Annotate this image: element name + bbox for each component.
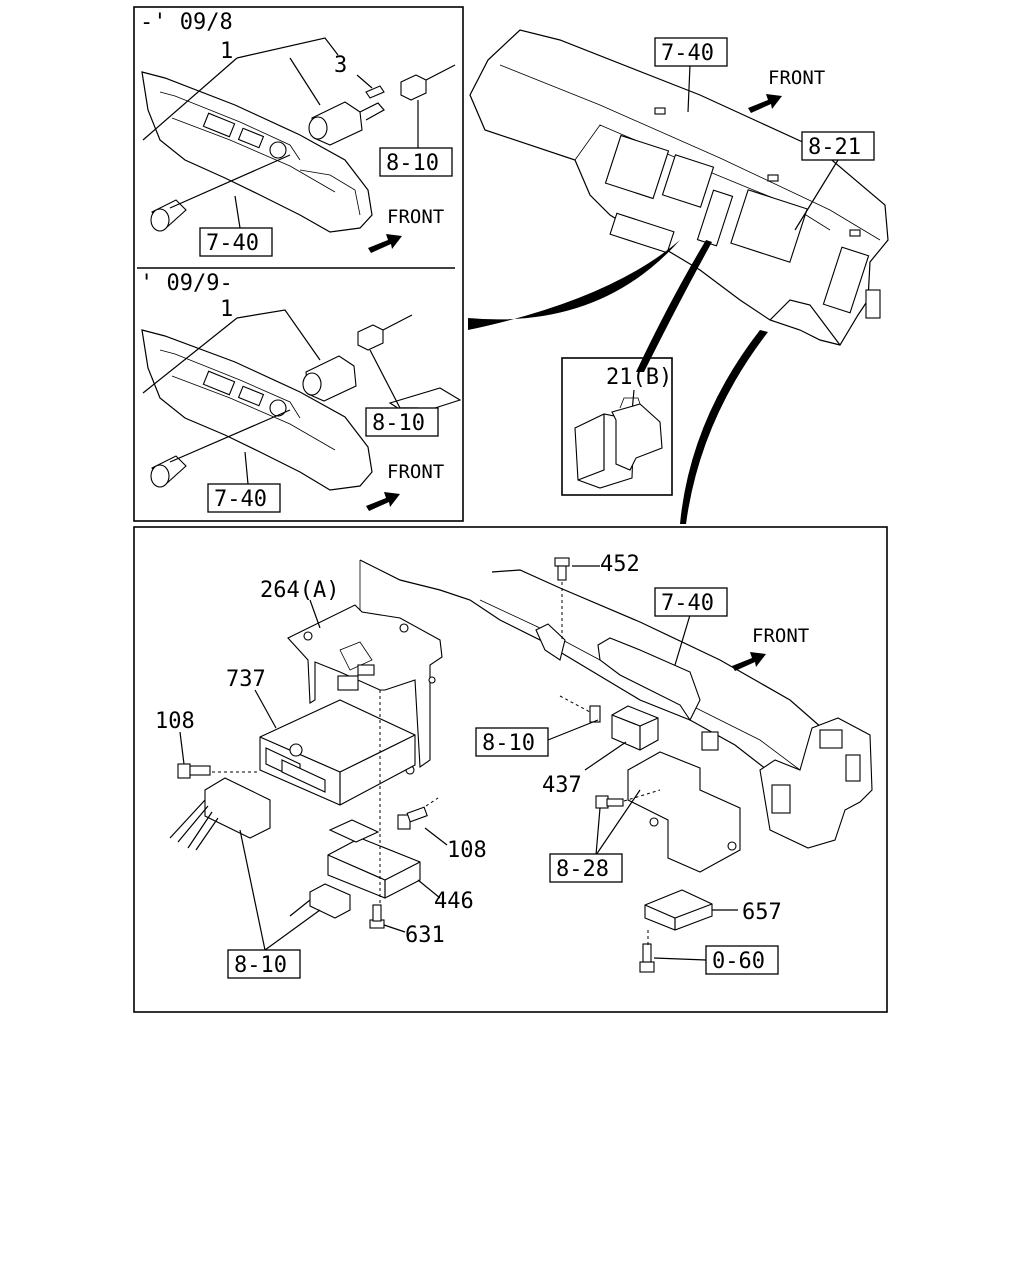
dashboard-assembly: 7-40 8-21 FRONT	[468, 29, 889, 524]
callout-737: 737	[226, 667, 266, 692]
switch-panel-middle	[141, 329, 373, 491]
inset-frame-left	[133, 6, 464, 522]
ref-7-40-top: 7-40	[206, 231, 259, 256]
callout-446: 446	[434, 889, 474, 914]
bracket-264a	[287, 604, 443, 769]
callout-1-top: 1	[220, 39, 233, 64]
ref-box-7-40-lower	[654, 587, 728, 617]
ref-8-10-mid: 8-10	[482, 731, 535, 756]
callout-3-top: 3	[334, 53, 347, 78]
callout-108-right: 108	[447, 838, 487, 863]
ecu-737	[259, 699, 416, 806]
callout-curve-left	[468, 240, 680, 330]
ref-box-7-40-dash	[654, 37, 728, 67]
switch-inset-label: 21(B)	[606, 365, 672, 390]
ref-8-28: 8-28	[556, 857, 609, 882]
callout-1-middle: 1	[220, 297, 233, 322]
right-bracket	[759, 717, 873, 849]
callout-631: 631	[405, 923, 445, 948]
ref-0-60: 0-60	[712, 949, 765, 974]
bolt-0-60	[639, 943, 655, 973]
callout-curve-right	[680, 330, 768, 524]
inset-middle-date: ' 09/9-	[140, 271, 233, 296]
switch-inset-frame	[561, 357, 673, 496]
callout-452: 452	[600, 552, 640, 577]
ref-box-8-21-dash	[801, 131, 875, 161]
harness-connector	[204, 777, 271, 839]
ref-box-7-40-middle	[207, 483, 281, 513]
ref-7-40-middle: 7-40	[214, 487, 267, 512]
connector-top	[400, 74, 427, 101]
ref-8-10-middle: 8-10	[372, 411, 425, 436]
ref-box-8-28	[549, 853, 623, 883]
inset-top-date: -' 09/8	[140, 10, 233, 35]
callout-curve-middle	[636, 240, 712, 372]
front-arrow-icon	[368, 234, 402, 253]
bolt-108-right	[397, 806, 428, 830]
lower-panel: 452 7-40 FRONT 264(A) 737 108 8-10 437 1…	[155, 552, 873, 979]
part-657	[644, 889, 713, 931]
callout-437: 437	[542, 773, 582, 798]
bracket-828	[627, 751, 741, 873]
ref-box-7-40-top	[199, 227, 273, 257]
front-arrow-icon	[732, 652, 766, 671]
ref-box-0-60	[705, 945, 779, 975]
bolt-631	[369, 904, 385, 929]
front-label-middle: FRONT	[387, 461, 444, 483]
callout-108-left: 108	[155, 709, 195, 734]
front-arrow-icon	[366, 492, 400, 511]
ref-box-8-10-middle	[365, 407, 439, 437]
ref-8-10-bottom: 8-10	[234, 953, 287, 978]
inset-top: -' 09/8 1 3 8-10 7-40 FRONT	[140, 10, 456, 257]
front-label-lower: FRONT	[752, 625, 809, 647]
connector-bottom-left	[309, 883, 351, 919]
callout-657: 657	[742, 900, 782, 925]
ref-box-8-10-mid	[475, 727, 549, 757]
lower-panel-frame	[133, 526, 888, 1013]
ref-8-21-dash: 8-21	[808, 135, 861, 160]
front-arrow-icon	[748, 94, 782, 113]
ref-box-8-10-bottom	[227, 949, 301, 979]
front-label-top: FRONT	[387, 206, 444, 228]
front-label-dash: FRONT	[768, 67, 825, 89]
ref-7-40-dash: 7-40	[661, 41, 714, 66]
ref-7-40-lower: 7-40	[661, 591, 714, 616]
bolt-108-left	[177, 763, 211, 779]
bolt-828	[595, 795, 624, 809]
switch-panel-top	[141, 71, 373, 233]
dashboard-outline	[469, 29, 889, 346]
switch-inset: 21(B)	[574, 365, 672, 489]
ref-box-8-10-top	[379, 147, 453, 177]
relay-437	[611, 705, 659, 751]
ref-8-10-top: 8-10	[386, 151, 439, 176]
connector-middle	[357, 324, 384, 351]
callout-264a: 264(A)	[260, 578, 339, 603]
module-446	[327, 837, 421, 899]
inset-middle: ' 09/9- 1 8-10 7-40 FRONT	[140, 271, 462, 513]
bolt-452	[554, 557, 570, 581]
